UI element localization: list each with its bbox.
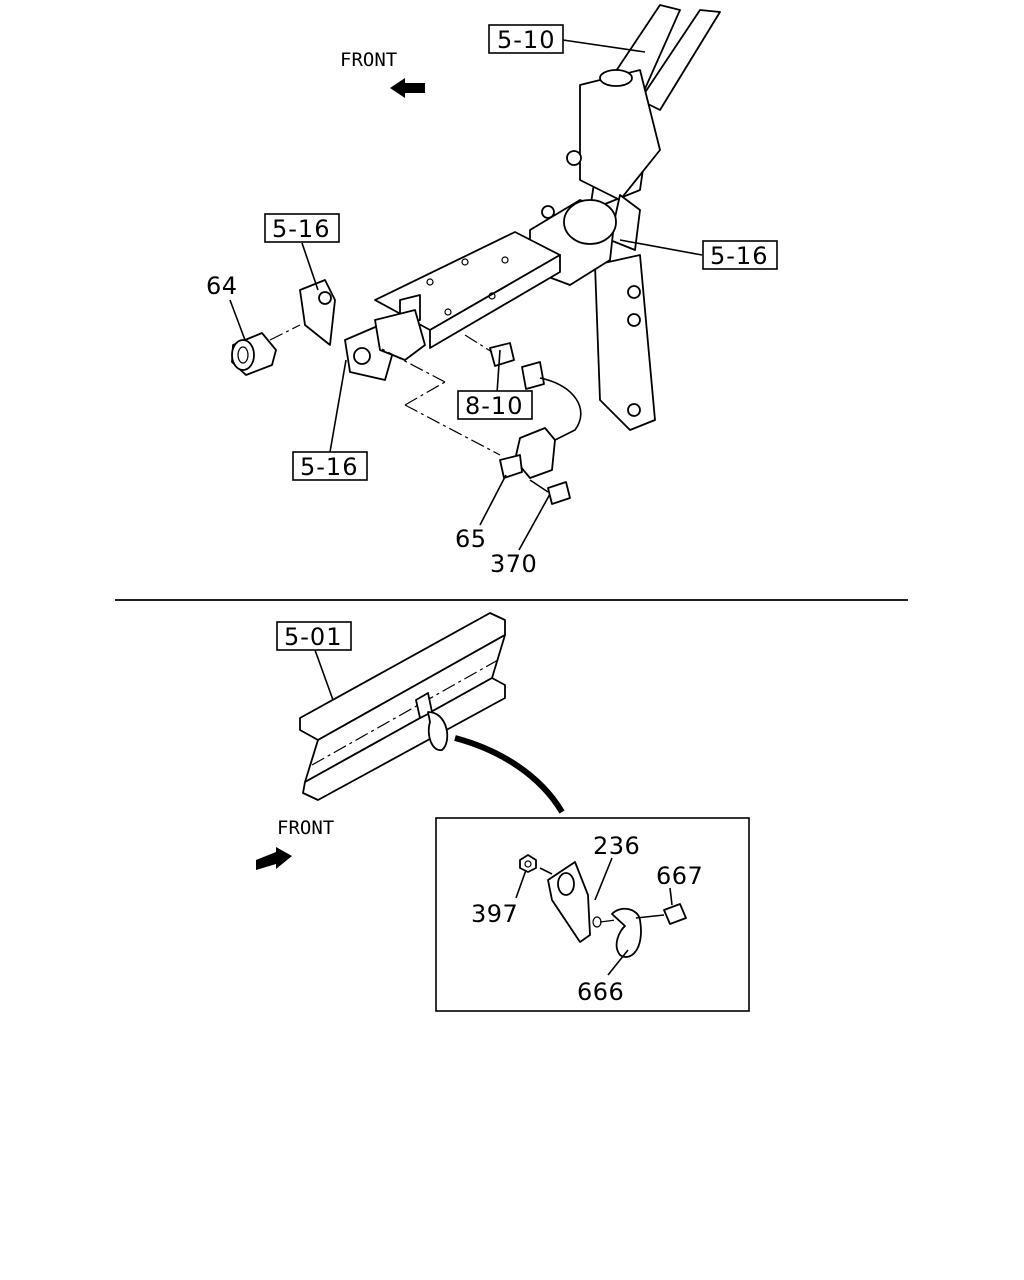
leader-5-01 xyxy=(314,649,334,701)
front-arrow-icon xyxy=(390,78,425,98)
leader-lines-top xyxy=(229,39,703,551)
part-number-666: 666 xyxy=(577,978,624,1006)
front-indicator-bottom: FRONT xyxy=(256,817,334,870)
frame-rail-top xyxy=(231,4,721,505)
svg-text:5-16: 5-16 xyxy=(272,215,330,243)
front-label: FRONT xyxy=(340,49,397,71)
part-number-64: 64 xyxy=(206,272,238,300)
svg-text:5-10: 5-10 xyxy=(497,26,555,54)
front-label: FRONT xyxy=(277,817,334,839)
front-indicator-top: FRONT xyxy=(340,49,425,98)
ref-box-5-16-right: 5-16 xyxy=(702,240,778,270)
part-number-65: 65 xyxy=(455,525,487,553)
svg-text:5-01: 5-01 xyxy=(284,623,342,651)
part-number-397: 397 xyxy=(471,900,518,928)
ref-box-5-10: 5-10 xyxy=(488,24,564,54)
svg-text:5-16: 5-16 xyxy=(300,453,358,481)
ref-box-5-16-lower: 5-16 xyxy=(292,451,368,481)
svg-text:8-10: 8-10 xyxy=(465,392,523,420)
part-number-667: 667 xyxy=(656,862,703,890)
ref-box-5-01: 5-01 xyxy=(276,621,352,651)
ref-box-8-10: 8-10 xyxy=(457,390,533,420)
part-number-370: 370 xyxy=(490,550,537,578)
svg-text:5-16: 5-16 xyxy=(710,242,768,270)
ref-box-5-16-upper-left: 5-16 xyxy=(264,213,340,243)
frame-rail-bottom xyxy=(299,612,565,814)
front-arrow-icon xyxy=(256,847,292,870)
part-number-236: 236 xyxy=(593,832,640,860)
detail-view xyxy=(435,817,750,1012)
